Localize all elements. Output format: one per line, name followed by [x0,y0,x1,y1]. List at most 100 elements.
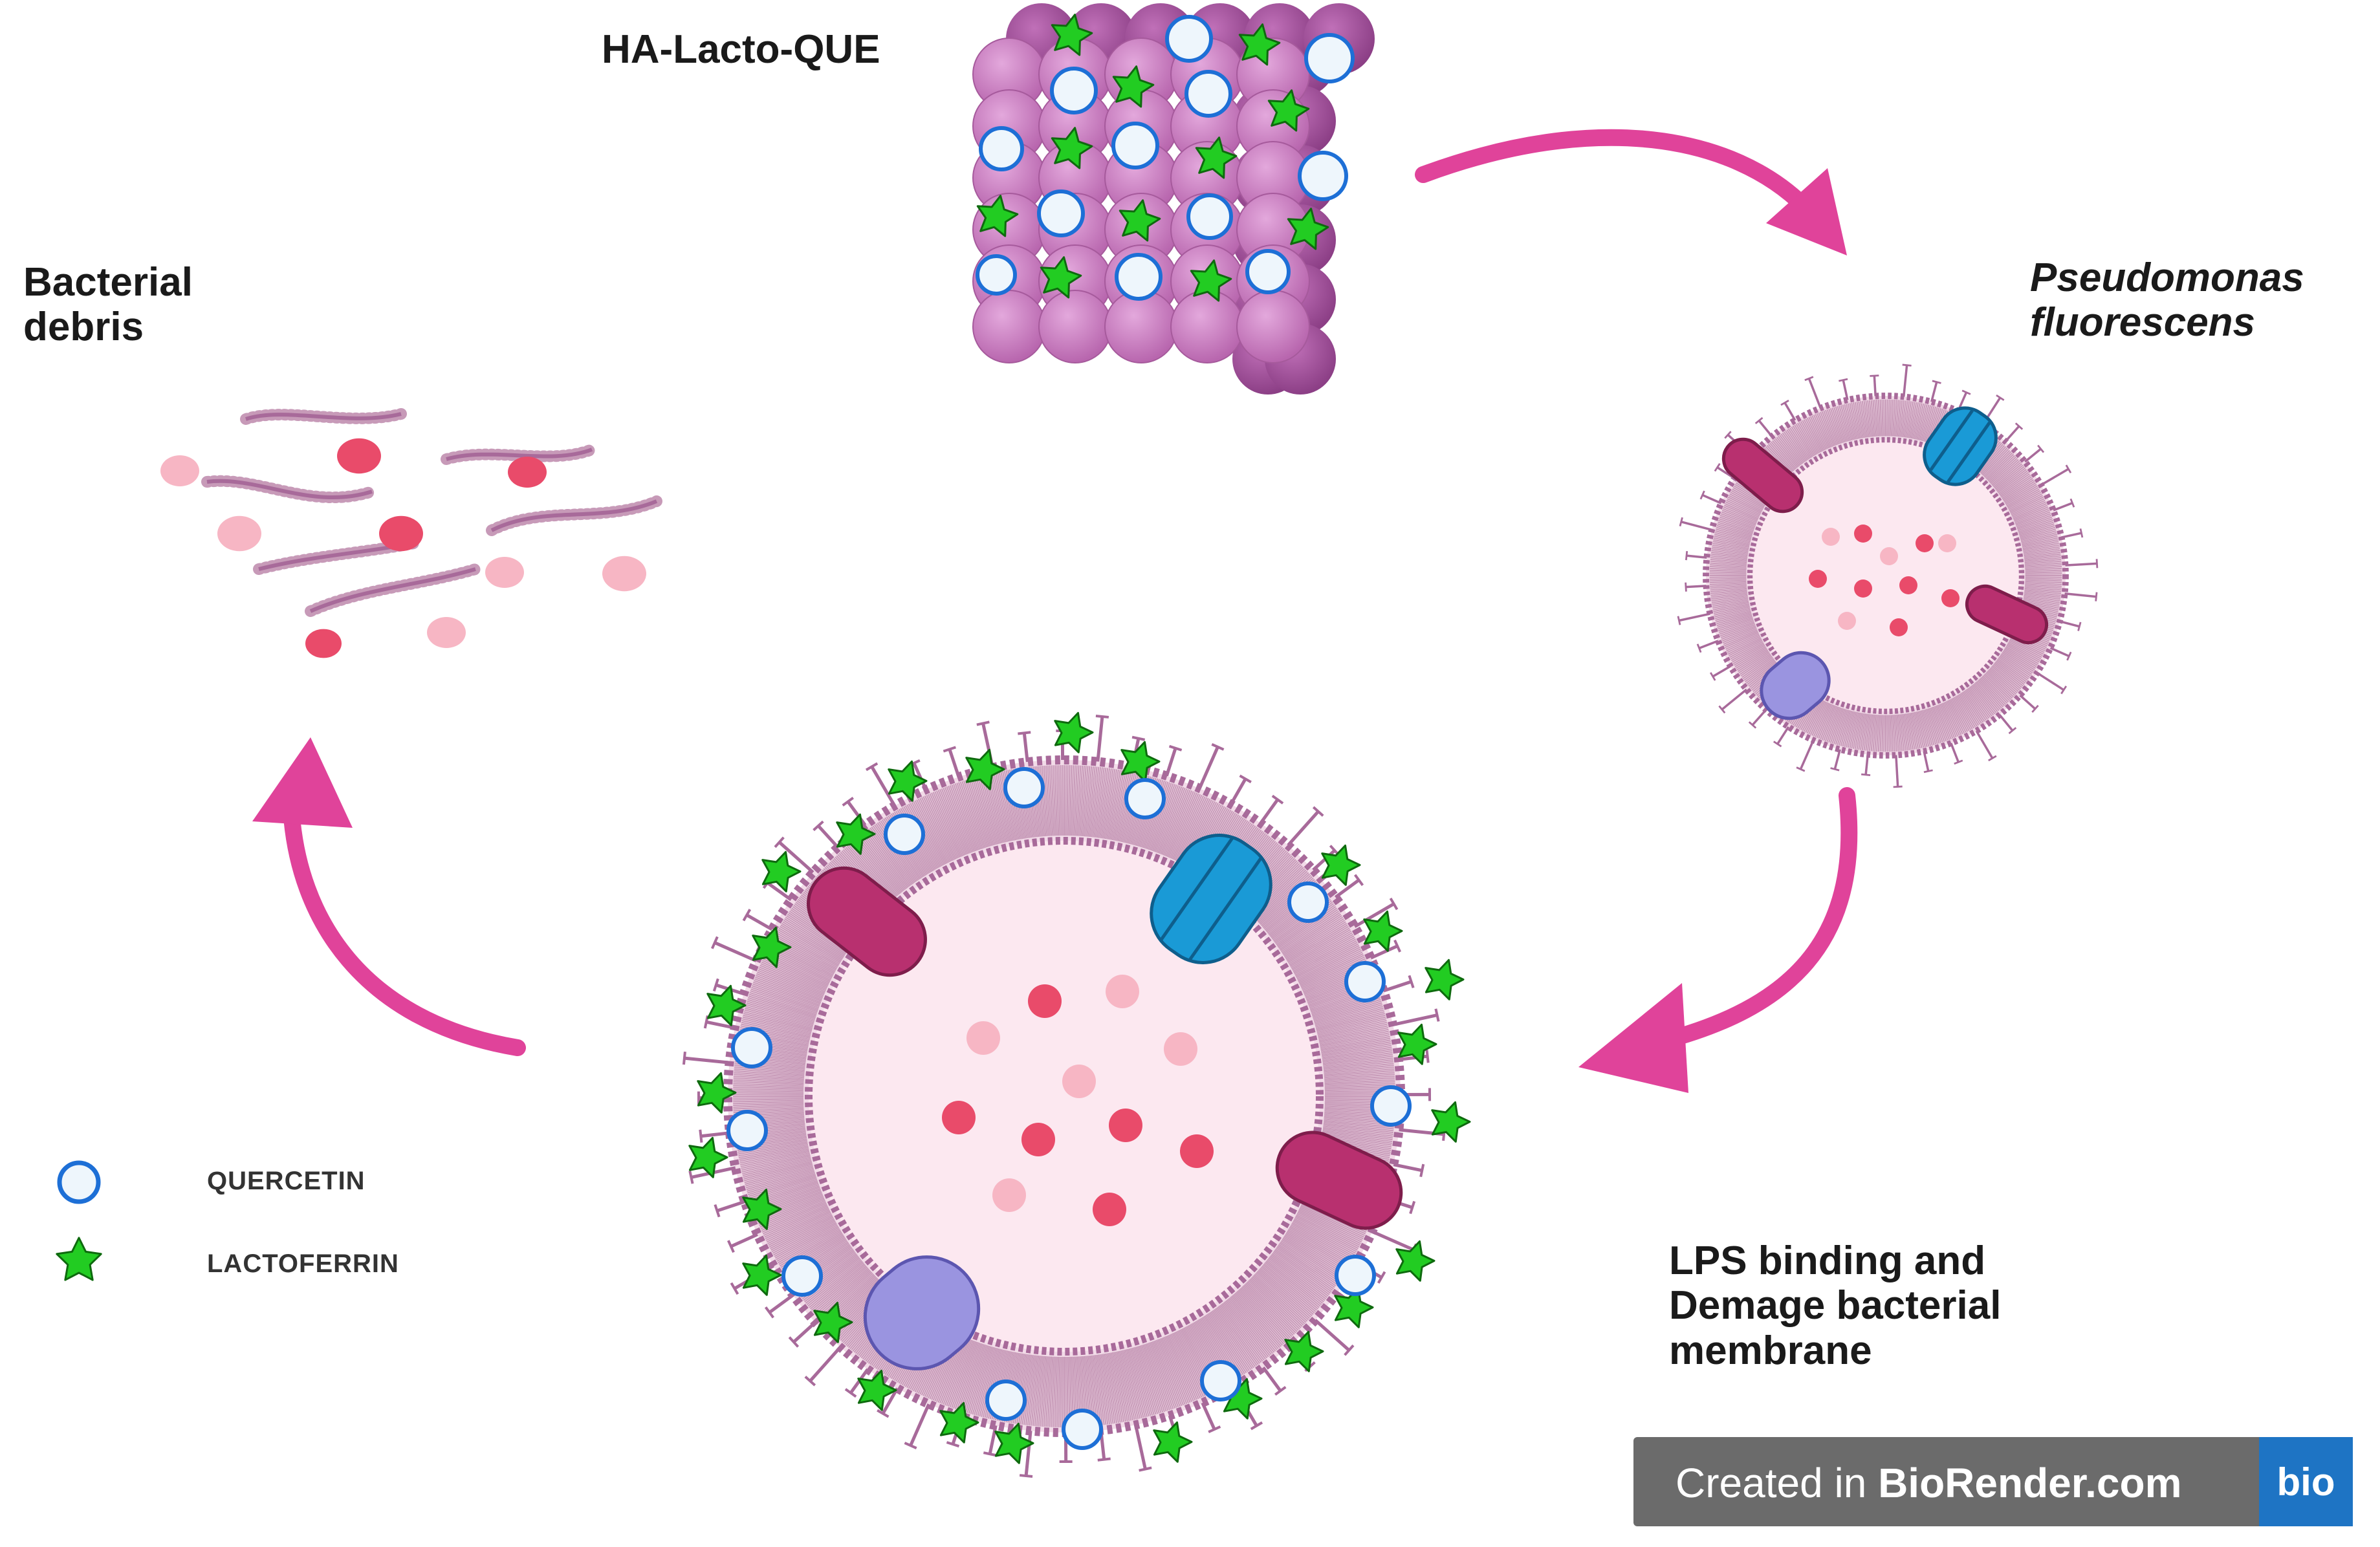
lipid-tail [1809,416,1827,450]
lipid-tail [1286,922,1348,961]
lipid-tail [1745,660,1776,684]
lipid-tail [2007,488,2040,508]
lipid-tail [1829,708,1843,744]
lipid-tail [1868,400,1874,437]
lipid-tail [1943,702,1960,736]
lipid-tail [2019,525,2055,537]
quercetin-circle-icon [57,1160,101,1204]
lipid-tail [771,1218,835,1253]
lipid-tail [1109,770,1123,840]
lipid-tail [1248,1280,1299,1331]
quercetin-circle [731,1027,772,1068]
lipid-tail [1712,544,1749,552]
lipid-tail [1739,653,1771,675]
lipid-tail [970,1346,992,1414]
lipid-tail [1996,659,2027,682]
lps-spike [881,1387,899,1414]
lipid-tail [1714,607,1751,618]
lipid-tail [1241,1287,1290,1340]
lipid-tail [1786,429,1808,461]
lps-spike-tip [976,720,990,726]
lps-spike [912,762,928,790]
lipid-tail [1913,403,1923,440]
bacterial-debris-label: Bacterial debris [23,260,193,350]
lipid-tail [923,796,954,861]
lipid-tail [743,1014,812,1033]
lipid-tail [1085,766,1093,837]
lps-spike-tip [1271,794,1284,805]
lipid-tail [1161,789,1189,855]
lps-spike-tip [2014,422,2024,430]
lipid-tail [1971,684,1996,715]
lipid-tail [1227,1299,1272,1356]
lipid-tail [1299,953,1364,985]
lipid-tail [1208,1312,1249,1372]
lps-spike [2036,671,2065,691]
lipid-tail [759,964,825,994]
lipid-tail [807,1260,863,1307]
lipid-tail [1939,704,1956,739]
lipid-tail [2018,521,2054,534]
lipid-tail [1722,508,1757,523]
lipid-tail [1743,658,1774,681]
lactoferrin-star [888,760,928,802]
lipid-tail [1043,1356,1049,1427]
lps-spike-tip [904,1442,917,1449]
lps-spike [948,748,961,777]
lipid-tail [1300,956,1365,988]
lipid-tail [1736,649,1769,671]
lipid-tail [738,1143,809,1159]
lipid-tail [1932,706,1947,742]
lipid-tail [1721,627,1757,642]
lipid-tail [1287,925,1349,964]
lipid-tail [1232,1294,1279,1350]
lipid-tail [948,785,974,852]
lipid-tail [2023,546,2060,554]
lipid-tail [757,971,823,999]
lipid-tail [1080,766,1087,836]
lipid-tail [934,791,963,857]
lipid-tail [1710,558,1747,564]
lipid-tail [1956,695,1976,728]
lipid-tail [1717,523,1753,536]
lipid-tail [2017,516,2053,530]
lipid-tail [2022,600,2059,609]
lipid-tail [787,913,847,954]
lipid-tail [1029,1355,1038,1426]
lipid-tail [1225,1300,1271,1356]
lipid-tail [2023,599,2060,607]
lipid-tail [1060,1356,1062,1427]
lipid-tail [1994,662,2024,687]
lipid-tail [914,800,948,864]
lipid-tail [1925,406,1937,442]
lipid-tail [1710,587,1747,593]
lipid-tail [1323,1125,1393,1135]
lipid-tail [1800,420,1819,454]
lipid-tail [1727,496,1762,514]
lipid-tail [733,1103,804,1107]
red-granule [942,1101,976,1134]
lps-spike [817,825,840,849]
lipid-tail [1283,916,1344,956]
lps-spike-tip [1893,785,1903,788]
lipid-tail [1813,414,1829,449]
lipid-tail [761,961,827,991]
lipid-tail [2009,495,2044,513]
lipid-tail [1903,400,1910,438]
biorender-watermark-text: Created in BioRender.com [1676,1459,2182,1507]
lps-spike-tip [2037,444,2045,453]
arrow-left-up-head [252,737,353,828]
lipid-tail [1154,785,1181,852]
lipid-tail [748,1174,816,1197]
lipid-tail [1297,1211,1361,1244]
lipid-tail [859,835,904,892]
lactoferrin-star [752,926,792,968]
lipid-tail [1133,1347,1153,1416]
lipid-tail [1097,768,1109,838]
lipid-tail [1258,1270,1312,1318]
lipid-tail [2025,579,2062,582]
lipid-tail [1917,711,1928,748]
bacterial-debris-cluster [160,408,662,658]
lipid-tail [734,1070,805,1077]
lps-spike [2004,425,2020,442]
